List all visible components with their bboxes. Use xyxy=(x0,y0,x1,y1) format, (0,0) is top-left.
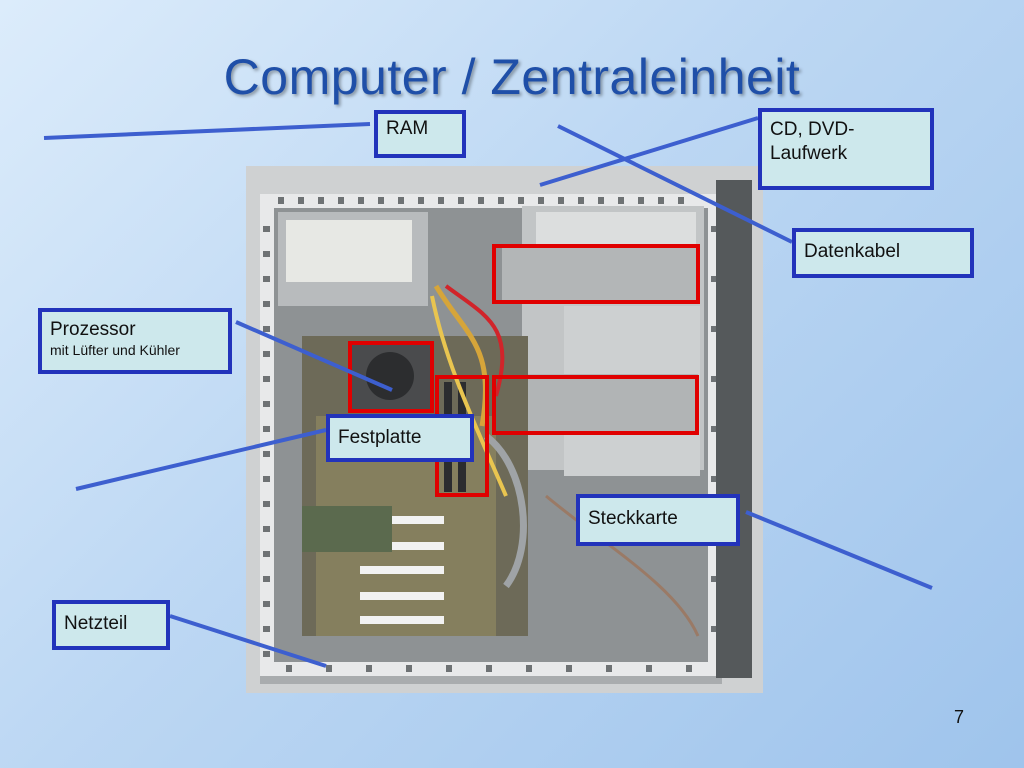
datenkabel-label-text: Datenkabel xyxy=(804,241,901,262)
netzteil-label: Netzteil xyxy=(52,600,170,650)
prozessor-callout-line xyxy=(235,320,393,392)
ram-callout-line xyxy=(43,122,371,140)
prozessor-label-subtext: mit Lüfter und Kühler xyxy=(50,341,180,358)
festplatte-label: Festplatte xyxy=(326,414,474,462)
drive-label-line1: CD, DVD- xyxy=(770,119,855,140)
festplatte-callout-line xyxy=(75,428,327,491)
netzteil-label-text: Netzteil xyxy=(64,613,128,634)
prozessor-label-text: Prozessor xyxy=(50,319,136,340)
netzteil-callout-line xyxy=(169,614,327,668)
drive-callout-line xyxy=(539,116,759,187)
drive-bay-highlight xyxy=(492,244,700,304)
datenkabel-callout-line xyxy=(557,124,793,244)
datenkabel-label: Datenkabel xyxy=(792,228,974,278)
steckkarte-callout-line xyxy=(745,510,933,590)
ram-label: RAM xyxy=(374,110,466,158)
cpu-highlight xyxy=(348,341,434,413)
festplatte-label-text: Festplatte xyxy=(338,427,422,448)
slide-title: Computer / Zentraleinheit xyxy=(223,49,801,105)
drive-label: CD, DVD- Laufwerk xyxy=(758,108,934,190)
slide-number: 7 xyxy=(953,707,964,727)
drive-label-line2: Laufwerk xyxy=(770,142,848,164)
prozessor-label: Prozessor mit Lüfter und Kühler xyxy=(38,308,232,374)
ram-label-text: RAM xyxy=(386,118,429,139)
hard-disk-highlight xyxy=(492,375,699,435)
steckkarte-label-text: Steckkarte xyxy=(588,508,678,529)
steckkarte-label: Steckkarte xyxy=(576,494,740,546)
